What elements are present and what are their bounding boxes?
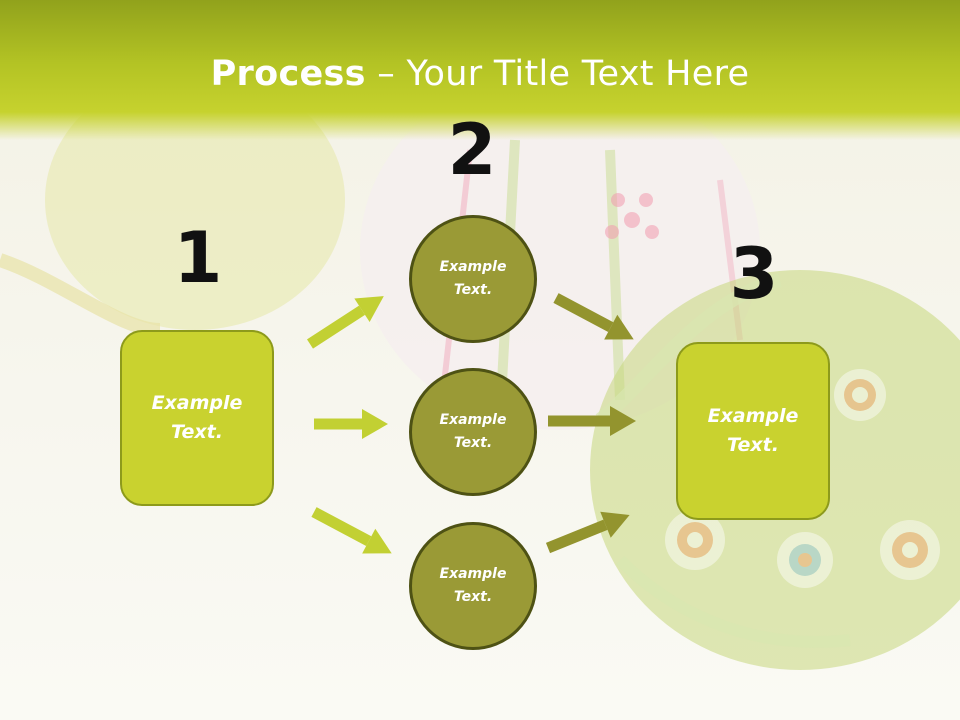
circle-middle-text: Example Text. — [439, 412, 507, 451]
slide-title: Process – Your Title Text Here — [0, 52, 960, 96]
step-3-box: Example Text. — [676, 342, 830, 520]
step-2-circle-top: Example Text. — [409, 215, 537, 343]
title-light-part: – Your Title Text Here — [365, 54, 750, 94]
arrow-circle-bottom-to-box3 — [545, 511, 630, 554]
step-2-circle-middle: Example Text. — [409, 368, 537, 496]
step-number-2: 2 — [447, 109, 497, 191]
arrow-circle-middle-to-box3 — [548, 406, 636, 436]
circle-bottom-text: Example Text. — [439, 566, 507, 605]
title-bold-part: Process — [210, 54, 366, 94]
step-1-box-text: Example Text. — [151, 392, 243, 443]
arrow-box1-to-circle-middle — [314, 409, 388, 439]
arrow-circle-top-to-box3 — [553, 293, 634, 340]
step-3-box-text: Example Text. — [707, 405, 799, 456]
arrow-box1-to-circle-bottom — [311, 507, 392, 554]
step-1-box: Example Text. — [120, 330, 274, 506]
arrow-box1-to-circle-top — [307, 296, 384, 349]
step-number-3: 3 — [729, 233, 779, 315]
step-2-circle-bottom: Example Text. — [409, 522, 537, 650]
step-number-1: 1 — [173, 217, 223, 299]
title-band — [0, 0, 960, 140]
circle-top-text: Example Text. — [439, 259, 507, 298]
